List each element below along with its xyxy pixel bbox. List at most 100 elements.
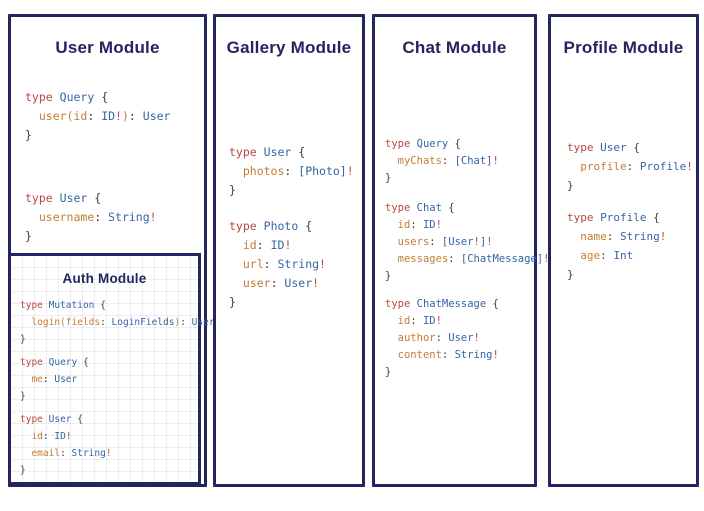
code-line: type Query { (20, 354, 89, 371)
code-line: photos: [Photo]! (229, 162, 354, 181)
code-token: : (606, 230, 620, 243)
code-line: type User { (25, 189, 157, 208)
code-token: myChats (397, 155, 442, 167)
code-token: ] (479, 236, 487, 248)
code-token: type (25, 191, 53, 205)
code-token: ! (346, 164, 354, 178)
code-line: type Query { (25, 88, 170, 107)
code-block: type Query { me: User} (20, 354, 89, 405)
code-line: id: ID! (229, 236, 326, 255)
code-block: type Chat { id: ID! users: [User!]! mess… (385, 200, 549, 285)
panel-auth-module: Auth Module type Mutation { login(fields:… (8, 253, 215, 485)
code-token: type (20, 414, 43, 425)
code-line: type Mutation { (20, 297, 215, 314)
code-token: type (385, 202, 411, 214)
code-line: } (229, 293, 326, 312)
code-token: Chat (416, 202, 442, 214)
code-line: id: ID! (385, 313, 499, 330)
code-token: : (448, 253, 461, 265)
code-line: } (20, 388, 89, 405)
code-token: { (291, 145, 306, 159)
code-token: user(id (38, 109, 88, 123)
code-token: ! (284, 238, 292, 252)
code-line: id: ID! (385, 217, 549, 234)
code-token: [User (441, 236, 474, 248)
code-line: } (385, 364, 499, 381)
code-token: ! (659, 230, 667, 243)
code-token (385, 219, 398, 231)
code-block: type Query { myChats: [Chat]!} (385, 136, 499, 187)
code-token: : (441, 155, 455, 167)
code-token: { (448, 138, 461, 150)
code-token: : (270, 276, 285, 290)
code-token: ) (121, 109, 129, 123)
code-token: [Chat] (454, 155, 493, 167)
code-token: photos (242, 164, 285, 178)
panel-title: Auth Module (62, 271, 147, 286)
code-token (20, 431, 31, 442)
code-token: String (108, 210, 150, 224)
code-token: : (284, 164, 299, 178)
code-token: ID (270, 238, 285, 252)
code-token: { (94, 90, 109, 104)
code-token: ID (101, 109, 116, 123)
code-token: { (626, 141, 640, 154)
code-token: author (397, 332, 436, 344)
code-token: ID (422, 315, 436, 327)
code-token: content (397, 349, 442, 361)
code-line: } (20, 331, 215, 348)
code-line: login(fields: LoginFields): User (20, 314, 214, 331)
panel-title: Chat Module (402, 38, 507, 57)
code-line: user: User! (229, 274, 326, 293)
code-token: Query (59, 90, 95, 104)
code-token: } (567, 179, 574, 192)
code-token: ID (422, 219, 436, 231)
code-token: { (77, 357, 89, 368)
code-line: messages: [ChatMessage]! (385, 251, 550, 268)
code-token: Profile (639, 160, 687, 173)
code-token: user (242, 276, 271, 290)
code-token: type (567, 141, 594, 154)
code-token: : (429, 236, 442, 248)
code-token (25, 210, 39, 224)
code-token (20, 374, 31, 385)
code-line: username: String! (25, 208, 157, 227)
code-block: type User { profile: Profile!} (567, 138, 693, 195)
code-token (229, 276, 243, 290)
code-line: profile: Profile! (567, 157, 693, 176)
code-token: } (20, 465, 26, 476)
code-line: user(id: ID!): User (25, 107, 171, 126)
code-token: ! (492, 349, 499, 361)
code-token: messages (397, 253, 449, 265)
code-token (20, 317, 31, 328)
code-token: [ChatMessage] (460, 253, 544, 265)
code-token (257, 219, 264, 233)
code-token: : (128, 109, 143, 123)
code-token: } (385, 270, 392, 282)
code-token: ! (473, 332, 480, 344)
code-line: type Chat { (385, 200, 549, 217)
code-token: ) (174, 317, 181, 328)
code-token: : (263, 257, 278, 271)
code-token: ! (149, 210, 157, 224)
code-token: LoginFields (111, 317, 175, 328)
code-token: ChatMessage (416, 298, 487, 310)
code-token: String (71, 448, 106, 459)
code-line: url: String! (229, 255, 326, 274)
code-block: type User { username: String!} (25, 189, 157, 246)
code-token: ! (543, 253, 550, 265)
code-token: id (397, 315, 411, 327)
code-token: String (454, 349, 493, 361)
code-token (385, 253, 398, 265)
code-token: User (448, 332, 474, 344)
code-token: } (385, 366, 392, 378)
code-token: ID (54, 431, 66, 442)
code-line: type Profile { (567, 208, 666, 227)
code-block: type Photo { id: ID! url: String! user: … (229, 217, 326, 312)
code-token: : (42, 374, 55, 385)
code-token: String (277, 257, 320, 271)
code-line: } (567, 265, 666, 284)
code-token: : (600, 249, 614, 262)
code-token: : (100, 317, 112, 328)
